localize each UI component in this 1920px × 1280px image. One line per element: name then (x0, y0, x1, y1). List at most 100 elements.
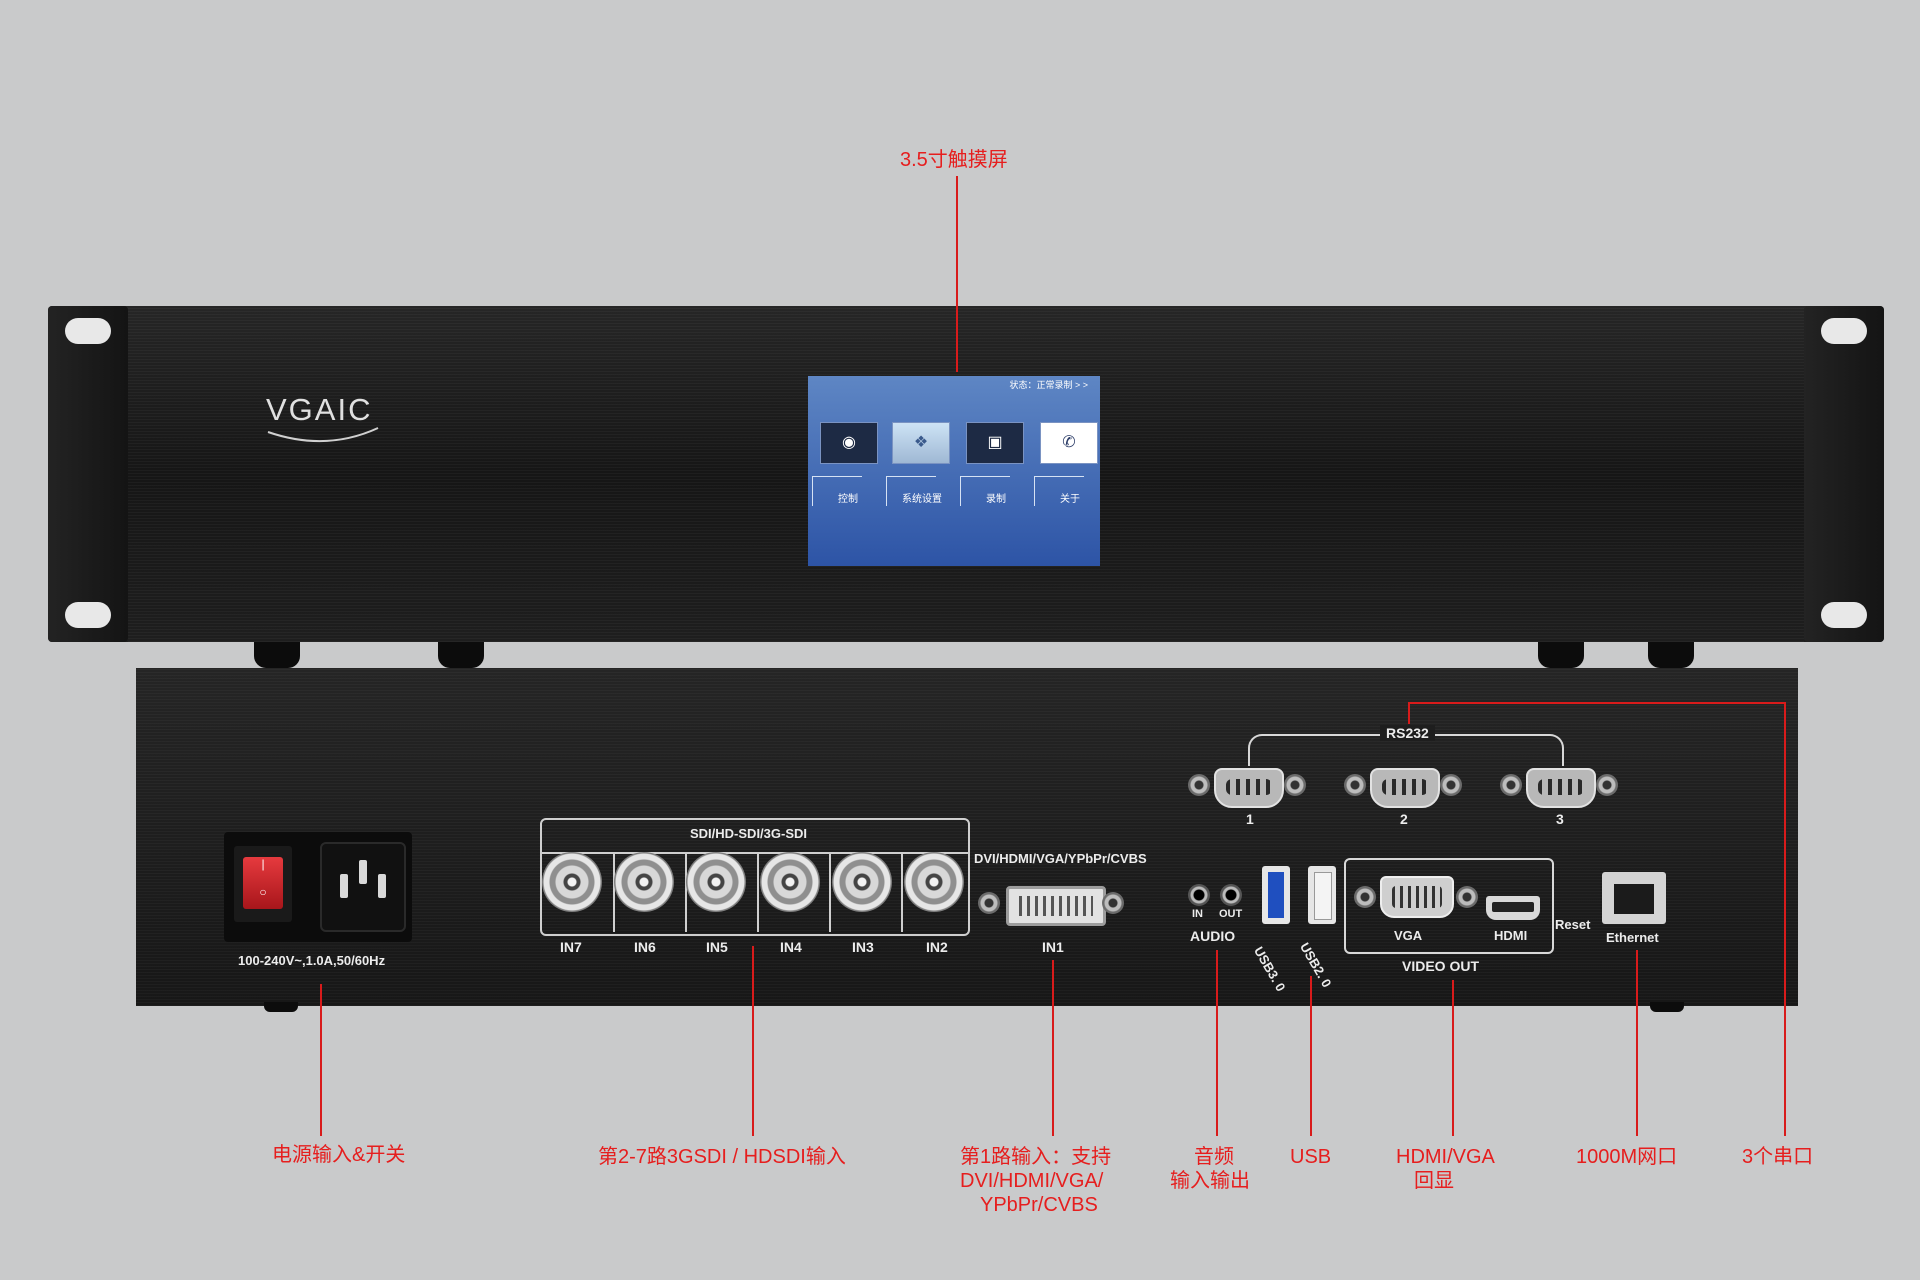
serial-port-3[interactable] (1526, 768, 1596, 808)
callout-in1-line1: 第1路输入：支持 (960, 1146, 1112, 1168)
port-label-in5: IN5 (706, 939, 728, 955)
menu-label-settings[interactable]: 系统设置 (902, 494, 942, 505)
serial-port-2[interactable] (1370, 768, 1440, 808)
rack-hole (65, 602, 111, 628)
hdmi-slot (1492, 902, 1534, 912)
dvi-pins (1019, 896, 1093, 916)
leader-line (956, 176, 958, 372)
sdi-group-label: SDI/HD-SDI/3G-SDI (690, 826, 808, 841)
leader-line (1052, 960, 1054, 1136)
callout-in1-line3: YPbPr/CVBS (980, 1194, 1098, 1216)
rack-ear-left (48, 306, 128, 642)
touchscreen[interactable]: 状态：正常录制 > > ◉ ❖ ▣ ✆ 控制 系统设置 录制 关于 (808, 376, 1100, 566)
callout-audio-line2: 输入输出 (1170, 1170, 1250, 1192)
record-icon: ▣ (987, 434, 1003, 451)
vga-label: VGA (1394, 928, 1423, 943)
hdmi-label: HDMI (1494, 928, 1528, 943)
callout-touchscreen: 3.5寸触摸屏 (900, 149, 1008, 171)
sdi-divider (901, 854, 903, 932)
bnc-in4[interactable] (760, 852, 820, 912)
leader-line (1636, 950, 1638, 1136)
db9-screw (1440, 774, 1462, 796)
rear-panel (136, 668, 1798, 1012)
leader-line (1408, 702, 1786, 704)
callout-network: 1000M网口 (1576, 1146, 1678, 1168)
leader-line (1310, 976, 1312, 1136)
serial-port-label-1: 1 (1246, 811, 1254, 827)
menu-divider (960, 476, 1010, 477)
leader-line (1784, 702, 1786, 1136)
db9-screw (1596, 774, 1618, 796)
menu-label-about[interactable]: 关于 (1060, 494, 1080, 505)
bnc-in5[interactable] (686, 852, 746, 912)
ac-inlet[interactable] (320, 842, 406, 932)
rubber-foot (264, 1002, 298, 1012)
rack-hole (1821, 318, 1867, 344)
callout-usb: USB (1290, 1146, 1332, 1168)
db9-pins (1226, 779, 1272, 795)
phone-icon: ✆ (1062, 434, 1076, 451)
usb3-port[interactable] (1262, 866, 1290, 924)
port-label-in2: IN2 (926, 939, 948, 955)
screen-status: 状态：正常录制 > > (1009, 380, 1088, 390)
menu-divider (886, 476, 887, 506)
callout-in1-line2: DVI/HDMI/VGA/ (960, 1170, 1104, 1192)
inlet-pin (340, 874, 348, 898)
bnc-in3[interactable] (832, 852, 892, 912)
usb2-tongue (1314, 872, 1332, 920)
menu-divider (960, 476, 961, 506)
power-switch[interactable]: |○ (234, 846, 292, 922)
serial-port-label-2: 2 (1400, 811, 1408, 827)
callout-audio-line1: 音频 (1194, 1146, 1234, 1168)
audio-out-label: OUT (1219, 908, 1243, 920)
front-panel: VGAIC (48, 306, 1884, 668)
dvi-screw (1102, 892, 1124, 914)
audio-label: AUDIO (1190, 928, 1236, 944)
menu-label-control[interactable]: 控制 (838, 494, 858, 505)
audio-in-label: IN (1192, 908, 1203, 920)
usb2-port[interactable] (1308, 866, 1336, 924)
video-out-label: VIDEO OUT (1402, 958, 1480, 974)
inlet-pin (359, 860, 367, 884)
serial-port-label-3: 3 (1556, 811, 1564, 827)
vga-screw (1456, 886, 1478, 908)
callout-sdi: 第2-7路3GSDI / HDSDI输入 (598, 1146, 846, 1168)
menu-divider (1034, 476, 1084, 477)
db9-pins (1538, 779, 1584, 795)
control-tile[interactable]: ◉ (820, 422, 878, 464)
about-tile[interactable]: ✆ (1040, 422, 1098, 464)
sdi-divider (613, 854, 615, 932)
rubber-foot (1648, 642, 1694, 668)
rubber-foot (254, 642, 300, 668)
menu-divider (812, 476, 813, 506)
video-out-group (1344, 858, 1554, 954)
audio-out-jack[interactable] (1220, 884, 1242, 906)
serial-port-1[interactable] (1214, 768, 1284, 808)
reset-label: Reset (1555, 917, 1591, 932)
rs232-label: RS232 (1380, 725, 1435, 741)
inlet-pin (378, 874, 386, 898)
leader-line (752, 946, 754, 1136)
port-label-in1: IN1 (1042, 939, 1064, 955)
menu-label-record[interactable]: 录制 (986, 494, 1006, 505)
bnc-in7[interactable] (542, 852, 602, 912)
hdmi-out-port[interactable] (1486, 896, 1540, 920)
callout-video-out-line1: HDMI/VGA (1396, 1146, 1495, 1168)
callout-serial: 3个串口 (1742, 1146, 1814, 1168)
bnc-in2[interactable] (904, 852, 964, 912)
power-rocker-icon[interactable]: |○ (243, 857, 283, 909)
audio-in-jack[interactable] (1188, 884, 1210, 906)
rj45-socket (1614, 884, 1654, 914)
bnc-in6[interactable] (614, 852, 674, 912)
leader-line (320, 984, 322, 1136)
ethernet-label: Ethernet (1606, 930, 1659, 945)
power-rating-label: 100-240V~,1.0A,50/60Hz (238, 953, 386, 968)
power-module: |○ (224, 832, 412, 942)
vga-out-port[interactable] (1380, 876, 1454, 918)
record-tile[interactable]: ▣ (966, 422, 1024, 464)
dvi-screw (978, 892, 1000, 914)
dvi-connector-in1[interactable] (1006, 886, 1106, 926)
ethernet-port[interactable] (1602, 872, 1666, 924)
system-settings-tile[interactable]: ❖ (892, 422, 950, 464)
db9-pins (1382, 779, 1428, 795)
